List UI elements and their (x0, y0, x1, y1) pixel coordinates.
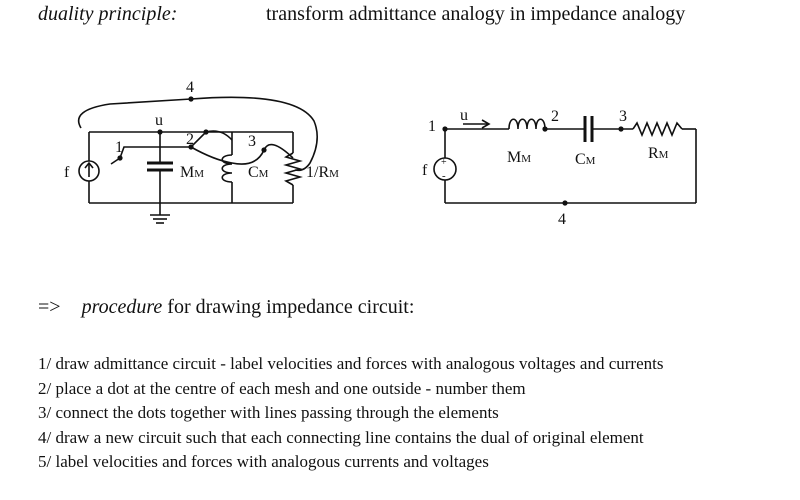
admittance-node-1-dot (117, 155, 123, 161)
impedance-node-3-dot (618, 126, 624, 132)
impedance-mass-inductor (508, 118, 546, 130)
admittance-current-source (78, 160, 100, 182)
impedance-node-dots (442, 126, 624, 206)
procedure-word: procedure (81, 296, 163, 318)
impedance-node-1-dot (442, 126, 448, 132)
admittance-source-label: f (64, 164, 70, 181)
procedure-step-4: 4/ draw a new circuit such that each con… (38, 427, 644, 447)
compliance-label: CM (248, 164, 269, 181)
admittance-velocity-label: u (155, 112, 163, 129)
impedance-velocity-arrow-head (481, 119, 491, 129)
compliance-inductor-coil (221, 154, 233, 183)
admittance-node-3-label: 3 (248, 133, 256, 150)
impedance-source-minus: - (442, 170, 446, 182)
implies-arrow: => (38, 296, 61, 318)
impedance-node-3-label: 3 (619, 108, 627, 125)
admittance-node-dots (117, 96, 267, 161)
admittance-node-2-label: 2 (186, 131, 194, 148)
dual-connection-line-1 (119, 130, 233, 159)
transform-description: transform admittance analogy in impedanc… (266, 3, 686, 25)
admittance-node-4-label: 4 (186, 79, 194, 96)
procedure-heading: => procedure for drawing impedance circu… (38, 296, 414, 319)
admittance-circuit (77, 96, 318, 224)
procedure-step-3: 3/ connect the dots together with lines … (38, 403, 499, 422)
admittance-source-arrow-head (84, 161, 94, 169)
impedance-velocity-label: u (460, 107, 468, 124)
impedance-circuit (433, 116, 697, 204)
resistance-label: 1/RM (306, 164, 339, 181)
impedance-compliance-label: CM (575, 151, 596, 168)
duality-principle-heading: duality principle: (38, 3, 178, 25)
admittance-node-2-dot (188, 144, 194, 150)
impedance-node-1-label: 1 (428, 118, 436, 135)
procedure-step-1: 1/ draw admittance circuit - label veloc… (38, 354, 664, 373)
procedure-step-5: 5/ label velocities and forces with anal… (38, 452, 489, 471)
impedance-node-2-label: 2 (551, 108, 559, 125)
impedance-mass-label: MM (507, 149, 531, 166)
dual-connection-line-2 (190, 143, 294, 165)
impedance-node-4-dot (562, 200, 568, 206)
impedance-source-plus: + (441, 157, 447, 168)
procedure-title-rest: for drawing impedance circuit: (162, 296, 415, 318)
impedance-labels: + - f 1 u 2 3 4 MM CM RM (422, 107, 669, 228)
admittance-node-4-dot (188, 96, 194, 102)
impedance-node-2-dot (542, 126, 548, 132)
procedure-steps-list: 1/ draw admittance circuit - label veloc… (38, 352, 663, 475)
admittance-labels: f u 1 2 3 4 MM CM 1/RM (64, 79, 339, 181)
dual-outer-loop-line (77, 96, 318, 172)
admittance-node-3-dot (261, 147, 267, 153)
impedance-source-label: f (422, 162, 428, 179)
admittance-velocity-node-dot (157, 129, 163, 135)
impedance-resistor-zigzag (632, 120, 683, 138)
admittance-node-1-label: 1 (115, 139, 123, 156)
admittance-junction-dot (203, 129, 209, 135)
impedance-resistance-label: RM (648, 145, 669, 162)
mass-label: MM (180, 164, 204, 181)
procedure-step-2: 2/ place a dot at the centre of each mes… (38, 378, 526, 398)
admittance-resistor-zigzag (283, 152, 303, 186)
impedance-node-4-label: 4 (558, 211, 566, 228)
